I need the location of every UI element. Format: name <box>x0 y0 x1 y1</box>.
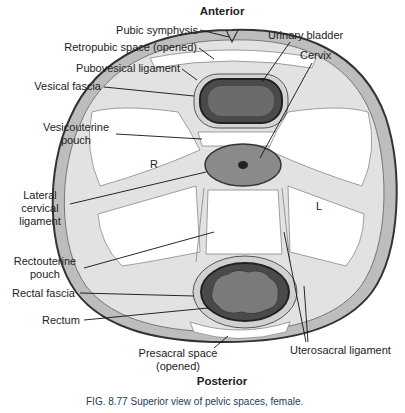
anatomy-label: Cervix <box>300 49 331 62</box>
leader-line <box>182 69 197 80</box>
leader-line <box>70 172 206 204</box>
pelvic-connective-tissue <box>64 40 384 332</box>
leader-line <box>304 286 308 342</box>
paravesical-space-left <box>268 108 372 186</box>
leader-line <box>262 42 290 82</box>
pubic-symphysis <box>226 30 238 42</box>
cervix <box>205 144 281 186</box>
anatomy-label: Lateral cervical ligament <box>12 189 68 228</box>
anatomy-label: Vesical fascia <box>34 80 101 93</box>
anatomy-label: Urinary bladder <box>268 29 343 42</box>
vesical-fascia <box>194 74 288 128</box>
anatomy-label: Rectum <box>42 314 80 327</box>
anatomy-label: Rectal fascia <box>12 287 75 300</box>
paravesical-space-right <box>89 108 200 186</box>
leader-line <box>104 87 194 96</box>
cervical-os <box>238 161 248 169</box>
anatomy-label: R <box>150 158 158 171</box>
urinary-bladder <box>200 79 282 123</box>
pararectal-space-left <box>288 186 364 266</box>
anatomy-label: Pubic symphysis <box>116 24 198 37</box>
leader-line <box>80 293 194 296</box>
pelvic-wall <box>53 30 397 342</box>
anatomy-label: Anterior <box>200 5 245 18</box>
anatomy-label: Uterosacral ligament <box>290 344 391 357</box>
uterosacral-ligament <box>282 188 290 262</box>
leader-line <box>200 30 229 37</box>
anatomy-label: Vesicouterine pouch <box>36 121 116 147</box>
uterosacral-ligament <box>196 188 204 262</box>
leader-line <box>116 134 202 139</box>
rectal-fascia <box>193 256 297 328</box>
anatomy-label: Rectouterine pouch <box>7 255 83 281</box>
leader-line <box>214 336 228 348</box>
leader-line <box>84 232 214 268</box>
bladder-lumen <box>208 86 274 116</box>
anatomy-label: Retropubic space (opened) <box>64 41 197 54</box>
anatomy-label: Posterior <box>197 375 248 388</box>
anatomy-label: Pubovesical ligament <box>76 62 180 75</box>
rectal-lumen <box>212 270 279 313</box>
anatomy-label: L <box>316 200 322 213</box>
rectouterine-pouch <box>206 190 282 254</box>
rectum <box>201 263 289 321</box>
pararectal-space-right <box>98 186 200 266</box>
leader-line <box>199 48 214 59</box>
anatomy-label: Presacral space (opened) <box>136 347 220 373</box>
figure-caption: FIG. 8.77 Superior view of pelvic spaces… <box>86 396 303 408</box>
leader-line <box>284 232 306 342</box>
leader-line <box>84 308 208 320</box>
leader-line <box>260 63 312 158</box>
